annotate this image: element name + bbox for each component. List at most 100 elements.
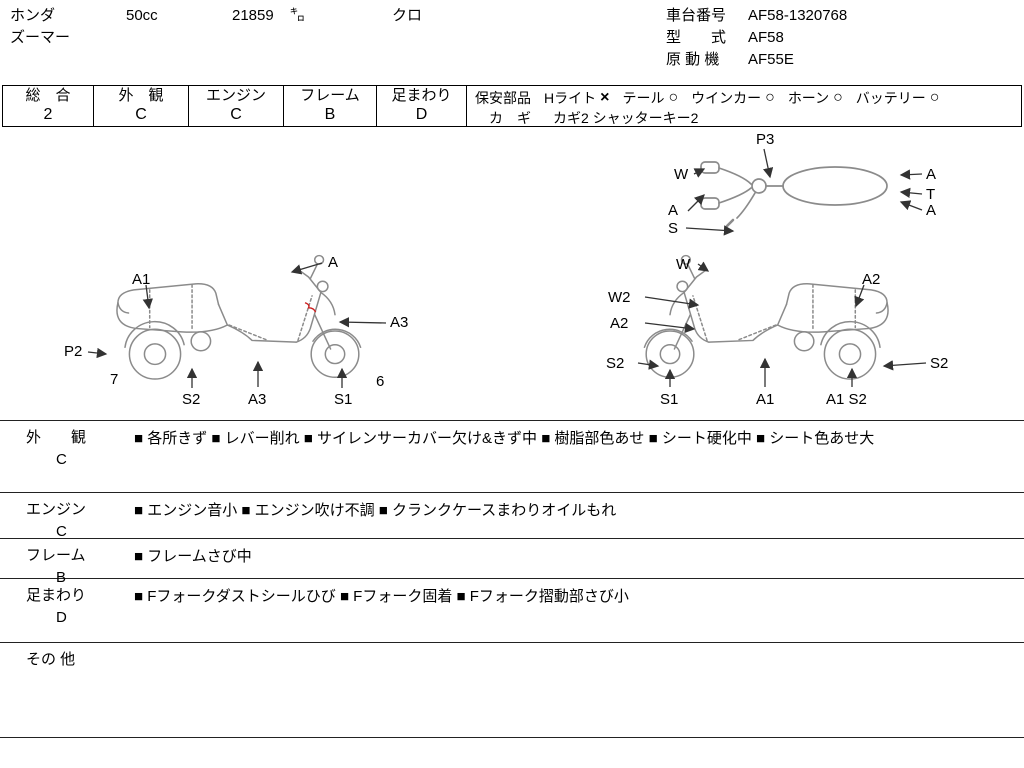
damage-label: W	[674, 166, 689, 183]
grade-value: D	[415, 106, 428, 124]
note-category-grade: C	[56, 451, 67, 468]
note-row-undercarriage: 足まわり D ■ Fフォークダストシールひび ■ Fフォーク固着 ■ Fフォーク…	[0, 578, 1024, 642]
damage-label: A	[926, 166, 937, 183]
safety-item-name: テール	[622, 89, 665, 106]
model-code-value: AF58	[748, 29, 784, 46]
key-value: カギ2 シャッターキー2	[553, 109, 699, 126]
safety-item-name: ホーン	[787, 89, 830, 106]
note-category: 足まわり D	[0, 579, 132, 642]
chassis-label: 車台番号	[666, 7, 727, 24]
safety-parts-line: 保安部品 Hライト × テール ○ ウインカー ○ ホーン ○	[475, 87, 1013, 108]
damage-label: T	[926, 186, 936, 203]
condition-notes: 外 観 C ■ 各所きず ■ レバー削れ ■ サイレンサーカバー欠け&きず中 ■…	[0, 420, 1024, 738]
diagram-leader-arrows	[87, 148, 927, 388]
safety-parts-label: 保安部品	[475, 89, 531, 106]
note-row-engine: エンジン C ■ エンジン音小 ■ エンジン吹け不調 ■ クランクケースまわりオ…	[0, 492, 1024, 540]
scooter-left-side-diagram	[116, 254, 362, 380]
grade-summary-table: 総 合 2 外 観 C エンジン C フレーム B 足まわり D 保安部品 Hラ…	[2, 85, 1022, 127]
body-color: クロ	[392, 7, 423, 24]
circle-mark-icon: ○	[833, 88, 843, 106]
safety-item-name: ウインカー	[691, 89, 762, 106]
grade-cell-engine: エンジン C	[189, 86, 284, 126]
scooter-top-view-diagram	[700, 161, 888, 228]
note-items: ■ フレームさび中	[134, 548, 252, 565]
damage-label: 7	[110, 371, 119, 388]
model-code: 型 式 AF58	[666, 28, 784, 48]
safety-item-winker: ウインカー ○	[691, 88, 775, 108]
note-category-label: その 他	[26, 651, 76, 668]
note-row-other: その 他	[0, 642, 1024, 737]
model-name: ズーマー	[10, 29, 71, 46]
note-category: その 他	[0, 643, 132, 737]
grade-label: 総 合	[25, 87, 71, 105]
grade-label: 足まわり	[391, 87, 452, 105]
safety-parts-cell: 保安部品 Hライト × テール ○ ウインカー ○ ホーン ○	[467, 86, 1021, 126]
note-category-label: エンジン	[26, 501, 87, 518]
damage-diagram-area: A A1 A3 P2 7 S2 A3 S1 6 W A2 W2 A2 S2 S2…	[0, 125, 1024, 420]
grade-cell-overall: 総 合 2	[3, 86, 94, 126]
mileage-value: 21859	[232, 7, 274, 24]
mileage-unit: ㌔	[290, 7, 306, 24]
x-mark-icon: ×	[600, 88, 610, 106]
note-items: ■ 各所きず ■ レバー削れ ■ サイレンサーカバー欠け&きず中 ■ 樹脂部色あ…	[134, 430, 875, 447]
note-category-label: フレーム	[26, 547, 86, 564]
damage-label: S	[668, 220, 679, 237]
model-code-label: 型 式	[666, 29, 727, 46]
damage-label: S2	[930, 355, 949, 372]
grade-value: B	[324, 106, 336, 124]
note-items: ■ Fフォークダストシールひび ■ Fフォーク固着 ■ Fフォーク摺動部さび小	[134, 588, 629, 605]
safety-item-name: バッテリー	[855, 89, 926, 106]
damage-label: A1	[756, 391, 775, 408]
damage-label: P3	[756, 131, 775, 148]
damage-label: P2	[64, 343, 83, 360]
maker-name: ホンダ	[10, 7, 56, 24]
damage-label: A	[328, 254, 339, 271]
displacement: 50cc	[126, 7, 158, 24]
note-category-grade: C	[56, 523, 67, 540]
damage-label: A1	[132, 271, 151, 288]
note-category: フレーム B	[0, 539, 132, 586]
red-damage-mark	[304, 302, 317, 313]
note-category-label: 足まわり	[26, 587, 87, 604]
grade-cell-undercarriage: 足まわり D	[377, 86, 467, 126]
grade-label: フレーム	[300, 87, 360, 105]
note-category-grade: B	[56, 569, 67, 586]
damage-label: W2	[608, 289, 631, 306]
note-row-frame: フレーム B ■ フレームさび中	[0, 538, 1024, 586]
damage-label: A1 S2	[826, 391, 867, 408]
circle-mark-icon: ○	[929, 88, 940, 106]
grade-cell-exterior: 外 観 C	[94, 86, 189, 126]
damage-label: A	[926, 202, 937, 219]
damage-label: S1	[334, 391, 353, 408]
safety-item-headlight: Hライト ×	[544, 88, 609, 108]
safety-item-name: Hライト	[544, 89, 597, 106]
note-items: ■ エンジン音小 ■ エンジン吹け不調 ■ クランクケースまわりオイルもれ	[134, 502, 617, 519]
note-category-label: 外 観	[26, 429, 87, 446]
damage-label: S2	[606, 355, 625, 372]
engine-code-label: 原 動 機	[666, 51, 720, 68]
note-items	[132, 643, 1024, 737]
safety-item-horn: ホーン ○	[788, 88, 843, 108]
key-info-line: カ ギ カギ2 シャッターキー2	[475, 108, 1013, 127]
damage-label: A3	[248, 391, 267, 408]
key-label: カ ギ	[489, 109, 531, 126]
note-category: エンジン C	[0, 493, 132, 540]
grade-cell-frame: フレーム B	[284, 86, 377, 126]
grade-label: 外 観	[118, 87, 164, 105]
safety-item-battery: バッテリー ○	[856, 88, 940, 108]
circle-mark-icon: ○	[765, 88, 775, 106]
safety-item-tail: テール ○	[622, 88, 678, 108]
damage-label: S1	[660, 391, 679, 408]
damage-label: A2	[862, 271, 881, 288]
damage-label: S2	[182, 391, 201, 408]
grade-value: C	[230, 106, 242, 124]
grade-value: 2	[43, 106, 53, 124]
damage-label: A3	[390, 314, 409, 331]
damage-label: A2	[610, 315, 629, 332]
circle-mark-icon: ○	[668, 88, 679, 106]
note-category: 外 観 C	[0, 421, 132, 492]
engine-code: 原 動 機 AF55E	[666, 50, 794, 70]
note-category-grade: D	[56, 609, 67, 626]
grade-label: エンジン	[205, 87, 266, 105]
